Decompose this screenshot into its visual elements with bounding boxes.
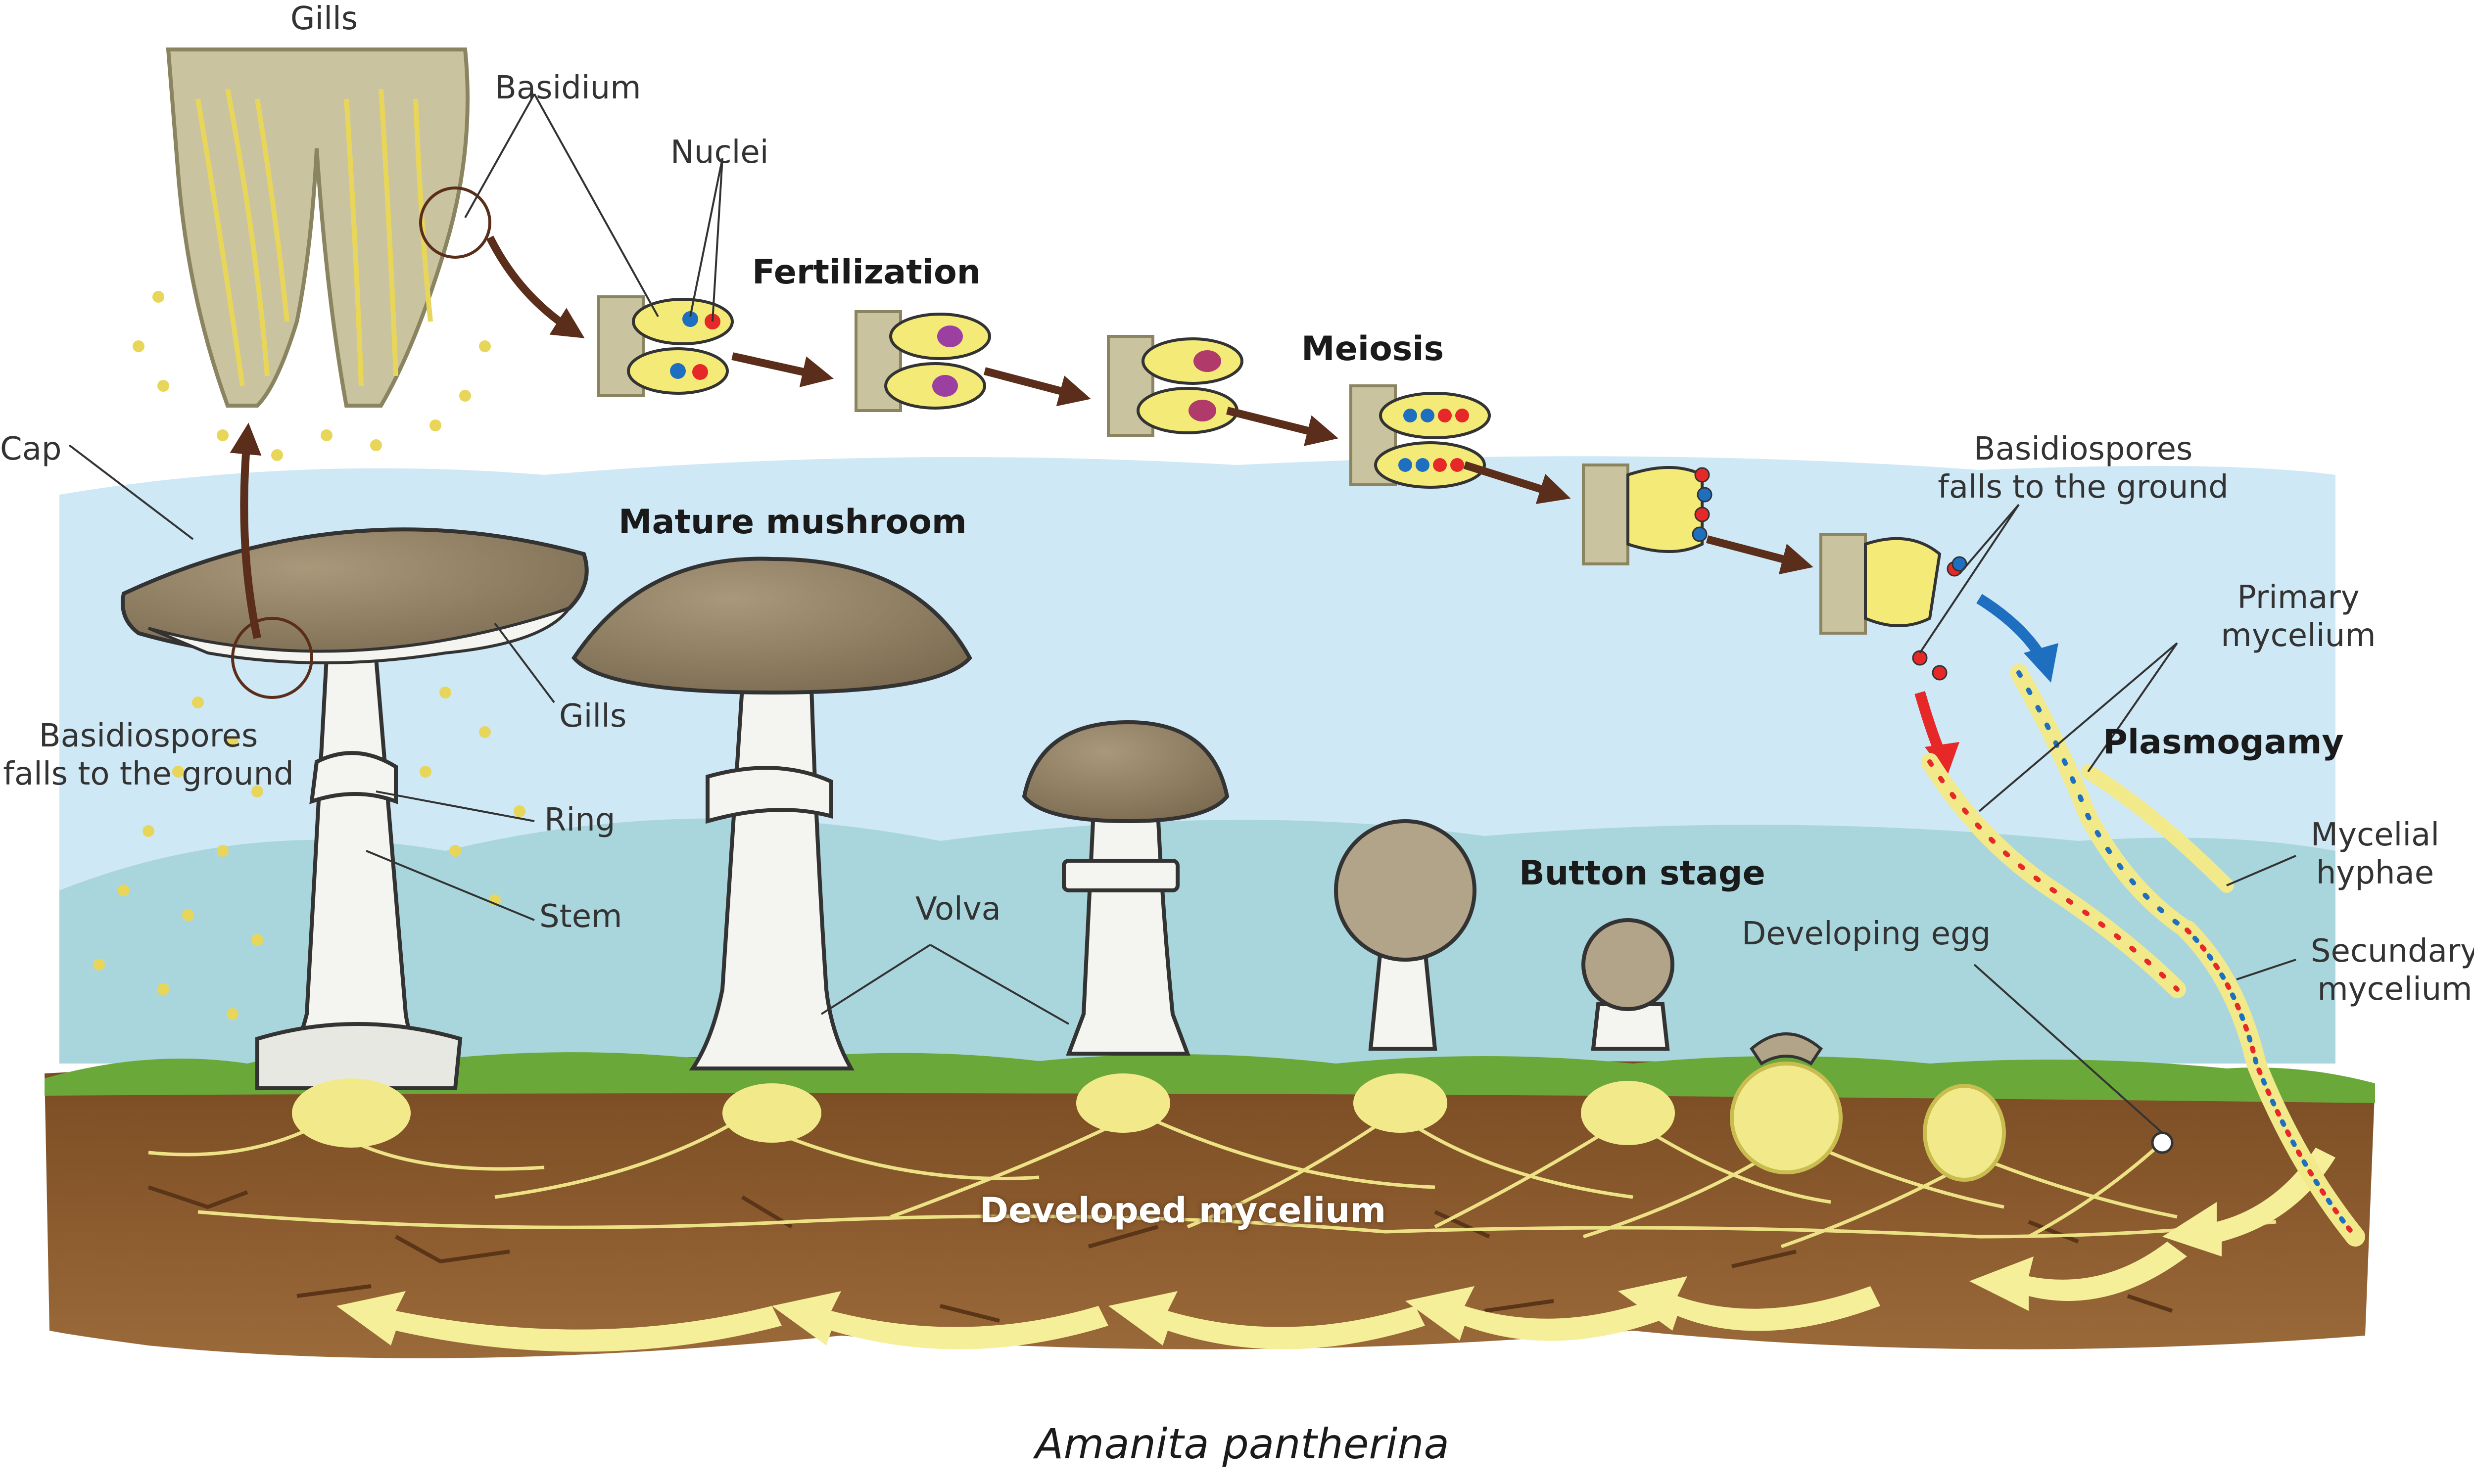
arrow-cap-to-gills bbox=[230, 422, 262, 639]
label-nuclei: Nuclei bbox=[670, 134, 769, 171]
arrow-stage-5-6 bbox=[1706, 535, 1813, 575]
label-basidium: Basidium bbox=[495, 70, 641, 106]
label-gills-top: Gills bbox=[290, 0, 358, 37]
soil-cracks bbox=[147, 1185, 2173, 1323]
label-ring: Ring bbox=[544, 802, 616, 838]
soil-flow-arrows bbox=[336, 1148, 2335, 1352]
label-stem: Stem bbox=[539, 898, 622, 935]
hills bbox=[59, 818, 2335, 1064]
label-developing-egg: Developing egg bbox=[1742, 916, 1991, 952]
label-gills: Gills bbox=[559, 698, 627, 735]
label-basidiospores-right: Basidiospores falls to the ground bbox=[1938, 431, 2229, 506]
basidium-stage-2 bbox=[855, 310, 991, 412]
mushroom-young bbox=[1022, 720, 1230, 1133]
label-fertilization: Fertilization bbox=[752, 253, 981, 292]
basidium-stage-3 bbox=[1107, 335, 1243, 437]
label-plasmogamy: Plasmogamy bbox=[2103, 723, 2344, 762]
falling-spores-left bbox=[93, 687, 525, 1020]
red-spore-arrowhead bbox=[1925, 742, 1959, 777]
mushroom-button-stage bbox=[1334, 819, 1476, 1133]
basidium-stage-6 bbox=[1819, 533, 1967, 681]
label-mature-mushroom: Mature mushroom bbox=[618, 503, 967, 542]
label-basidiospores-left: Basidiospores falls to the ground bbox=[3, 718, 294, 792]
label-button-stage: Button stage bbox=[1519, 854, 1765, 893]
mushroom-mature-large bbox=[121, 527, 589, 1148]
label-meiosis: Meiosis bbox=[1301, 329, 1444, 369]
developed-mycelium-network bbox=[148, 1111, 2277, 1249]
gills-closeup bbox=[133, 47, 491, 461]
arrow-stage-4-5 bbox=[1463, 461, 1571, 504]
blue-spore-arrow bbox=[1976, 594, 2044, 656]
mushroom-small-button bbox=[1581, 918, 1675, 1145]
mycelial-hyphae bbox=[2081, 764, 2234, 893]
label-primary-mycelium: Primary mycelium bbox=[2221, 579, 2376, 654]
developing-egg-1 bbox=[1730, 1032, 1843, 1174]
arrow-stage-1-2 bbox=[731, 352, 834, 387]
arrow-stage-3-4 bbox=[1226, 407, 1338, 446]
basidium-stage-5 bbox=[1582, 464, 1713, 565]
arrow-gills-to-basidium bbox=[486, 235, 585, 338]
leader-lines bbox=[68, 93, 2296, 1134]
mushroom-mature bbox=[571, 556, 972, 1143]
label-volva: Volva bbox=[915, 891, 1001, 928]
blue-spore-arrowhead bbox=[2024, 643, 2058, 683]
developing-egg-3 bbox=[2151, 1131, 2174, 1154]
label-cap: Cap bbox=[0, 431, 62, 467]
diagram-caption: Amanita pantherina bbox=[1035, 1420, 1449, 1468]
developing-egg-2 bbox=[1923, 1084, 2006, 1182]
arrow-stage-2-3 bbox=[983, 367, 1091, 407]
label-secundary-mycelium: Secundary mycelium bbox=[2310, 933, 2474, 1008]
label-mycelial-hyphae: Mycelial hyphae bbox=[2310, 817, 2440, 891]
label-developed-mycelium: Developed mycelium bbox=[980, 1190, 1386, 1231]
basidium-stage-4-meiosis bbox=[1349, 384, 1491, 489]
